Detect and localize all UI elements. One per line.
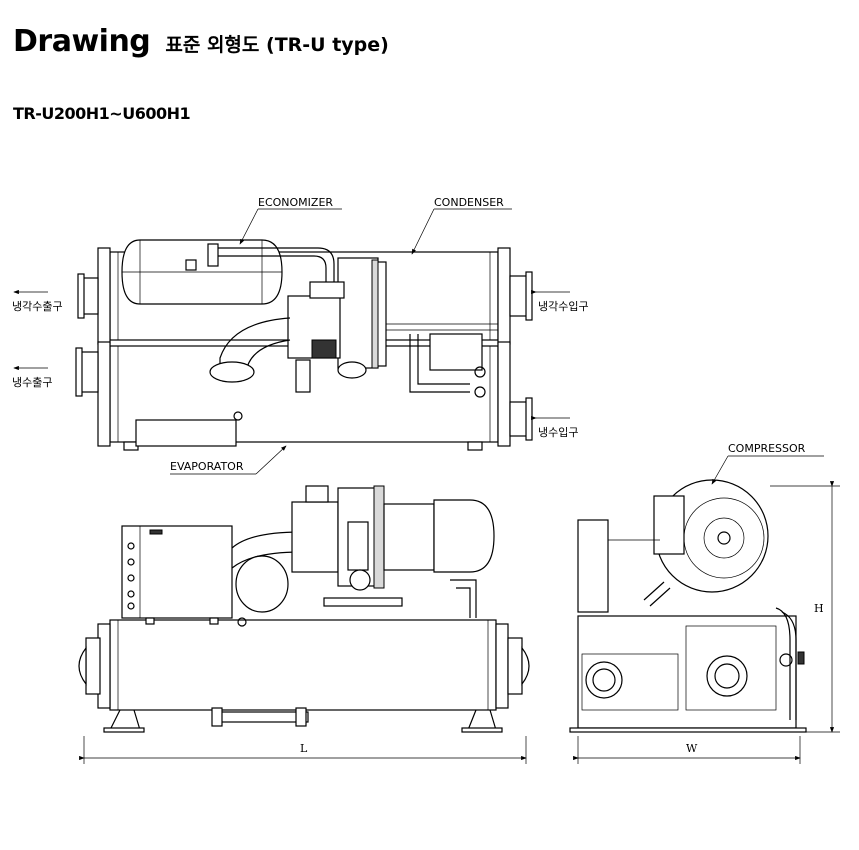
compressor-label: COMPRESSOR	[728, 442, 806, 455]
model-range: TR-U200H1~U600H1	[13, 104, 191, 123]
condenser-label: CONDENSER	[434, 196, 504, 209]
compressor-body	[337, 257, 379, 369]
page-title: Drawing 표준 외형도 (TR-U type)	[13, 24, 389, 59]
cold-water-outlet-label: 냉수출구	[12, 376, 52, 389]
dimension-width: W	[686, 742, 698, 755]
dimension-lines	[79, 481, 840, 764]
chilled-water-inlet-label: 냉각수입구	[538, 300, 589, 313]
front-view	[78, 485, 530, 733]
top-view	[75, 239, 533, 451]
title-main: Drawing	[13, 24, 151, 59]
dimension-length: L	[300, 742, 308, 755]
chilled-water-outlet-label: 냉각수출구	[12, 300, 63, 313]
economizer-label: ECONOMIZER	[258, 196, 333, 209]
evaporator-label: EVAPORATOR	[170, 460, 244, 473]
title-sub: 표준 외형도 (TR-U type)	[165, 34, 389, 56]
cold-water-inlet-label: 냉수입구	[538, 426, 578, 439]
control-panel	[121, 525, 233, 619]
dimension-height: H	[814, 602, 824, 615]
side-view	[569, 479, 807, 733]
